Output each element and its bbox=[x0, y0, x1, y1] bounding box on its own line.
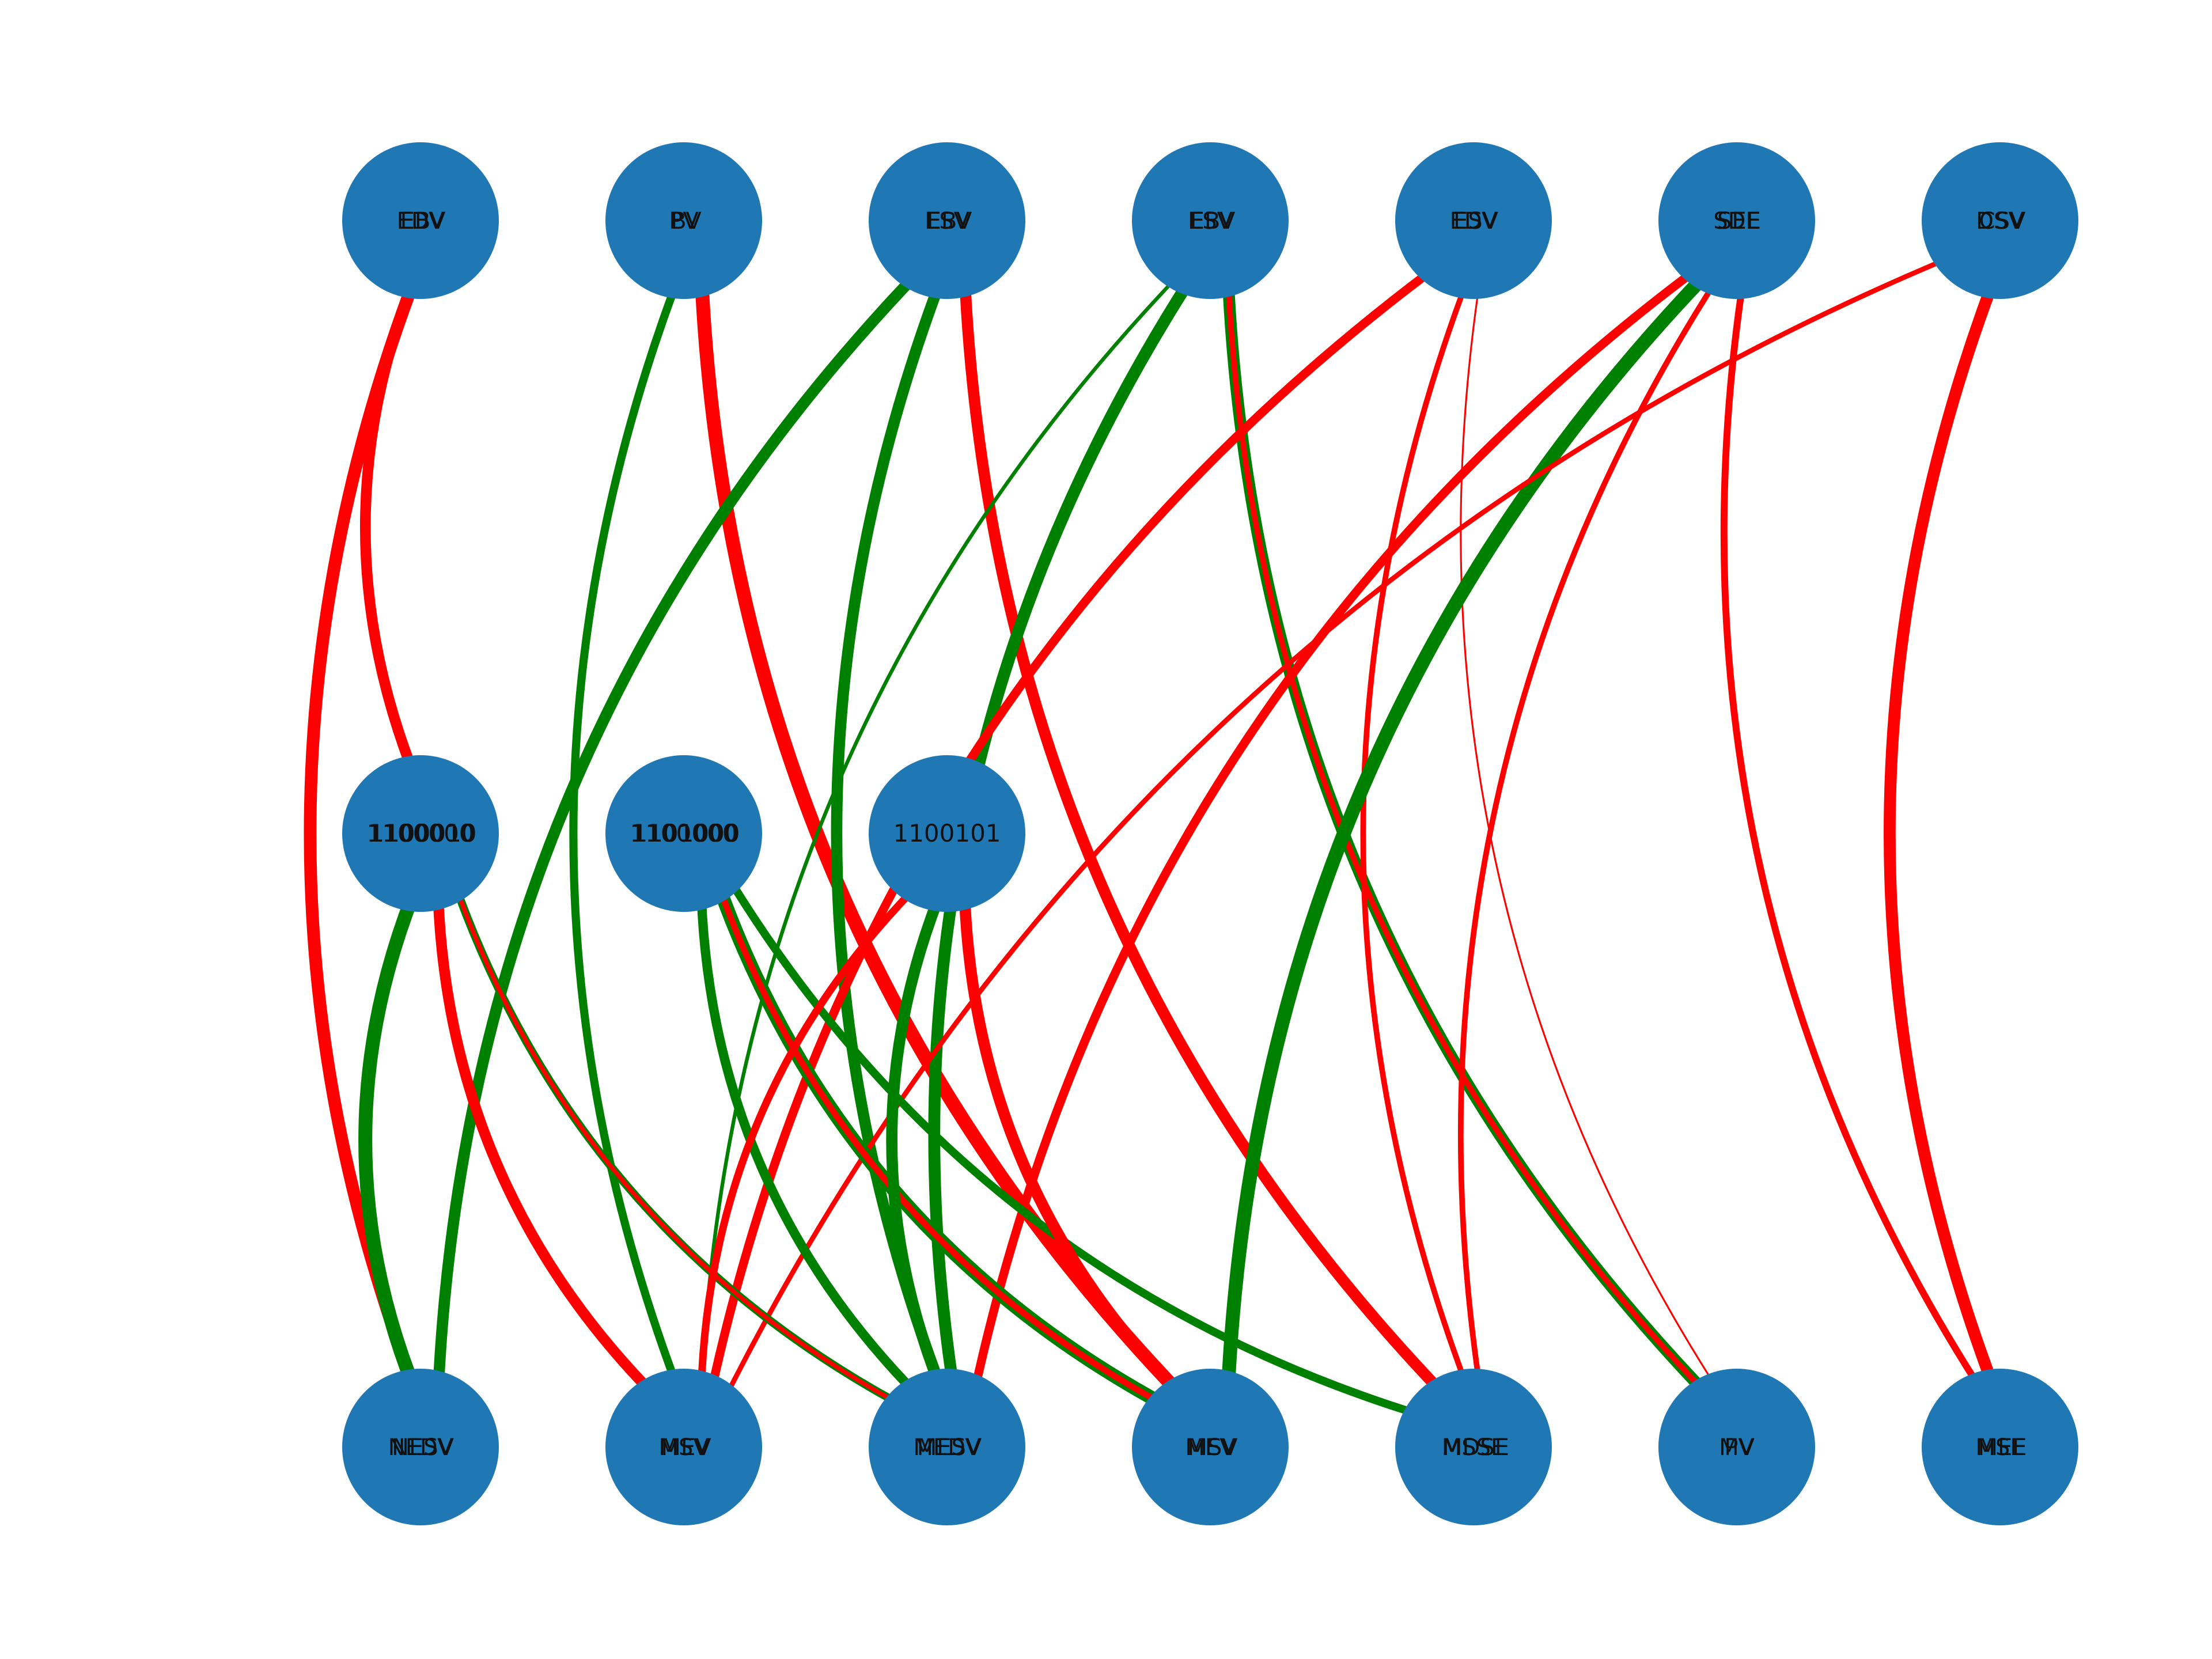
edge-m2-b2-positive bbox=[886, 871, 953, 1410]
node-circle-top-1 bbox=[605, 142, 762, 299]
node-label-bottom-5-0: MV bbox=[1719, 1434, 1755, 1461]
edge-t0-b0-negative bbox=[304, 257, 427, 1411]
node-label-top-6-1: CSV bbox=[1979, 208, 2026, 234]
edge-t3-b1-positive bbox=[699, 258, 1195, 1410]
node-circle-middle-2 bbox=[869, 755, 1025, 912]
node-label-middle-1-1: 1101000 bbox=[632, 819, 740, 847]
node-label-top-2-1: EBV bbox=[927, 208, 972, 234]
edge-t5-b3-positive bbox=[1220, 253, 1727, 1415]
edge-t4-b5-negative bbox=[1460, 262, 1729, 1406]
node-circle-top-5 bbox=[1658, 142, 1815, 299]
node-label-bottom-0-1: NESV bbox=[392, 1434, 454, 1461]
node-circle-middle-1 bbox=[605, 755, 762, 912]
node-label-middle-0-1: 1100010 bbox=[369, 819, 476, 847]
node-label-top-5-1: SEE bbox=[1717, 208, 1761, 234]
node-middle-2: 1100101 bbox=[869, 755, 1025, 912]
node-label-bottom-4-1: MDSE bbox=[1442, 1434, 1509, 1461]
node-circle-bottom-0 bbox=[342, 1369, 499, 1525]
node-label-top-6-0: DSV bbox=[1976, 208, 2024, 234]
node-label-top-3-0: ESV bbox=[1188, 208, 1233, 234]
node-label-middle-0-0: 1100000 bbox=[366, 819, 474, 847]
node-circle-top-0 bbox=[342, 142, 499, 299]
node-label-bottom-3-1: MSV bbox=[1187, 1434, 1238, 1461]
node-circle-bottom-6 bbox=[1922, 1369, 2078, 1525]
node-circle-bottom-2 bbox=[869, 1369, 1025, 1525]
node-label-bottom-4-0: MSSE bbox=[1442, 1434, 1506, 1461]
node-label-bottom-1-1: MEV bbox=[661, 1434, 711, 1461]
edge-t0-m0-negative bbox=[360, 258, 426, 796]
node-circle-bottom-1 bbox=[605, 1369, 762, 1525]
node-label-top-4-0: EDV bbox=[1450, 208, 1498, 234]
edge-m1-b2-positive bbox=[696, 868, 935, 1412]
node-label-bottom-3-0: MEV bbox=[1185, 1434, 1236, 1461]
node-circle-top-6 bbox=[1922, 142, 2078, 299]
node-circle-top-3 bbox=[1132, 142, 1289, 299]
node-circle-top-2 bbox=[869, 142, 1025, 299]
node-label-top-1-1: BV bbox=[671, 208, 702, 234]
node-label-middle-1-0: 1100000 bbox=[630, 819, 737, 847]
node-label-top-3-1: EBV bbox=[1190, 208, 1236, 234]
node-circle-top-4 bbox=[1395, 142, 1552, 299]
edge-t5-b4-negative bbox=[1458, 260, 1731, 1408]
node-circle-middle-0 bbox=[342, 755, 499, 912]
edge-m0-b1-negative bbox=[432, 868, 672, 1413]
node-circle-bottom-4 bbox=[1395, 1369, 1552, 1525]
node-label-bottom-2-1: MESV bbox=[917, 1434, 982, 1461]
node-label-bottom-5-1: PV bbox=[1724, 1434, 1754, 1461]
node-circle-bottom-3 bbox=[1132, 1369, 1289, 1525]
edge-t1-b1-positive bbox=[569, 259, 688, 1408]
edge-t5-b2-negative bbox=[965, 252, 1718, 1415]
node-label-bottom-6-1: MEE bbox=[1978, 1434, 2027, 1461]
node-circle-bottom-5 bbox=[1658, 1369, 1815, 1525]
edge-t2-b0-positive bbox=[431, 254, 936, 1414]
node-label-bottom-1-0: MSV bbox=[658, 1434, 709, 1461]
node-label-middle-2-0: 1100101 bbox=[893, 819, 1001, 847]
edge-m1-b4-positive bbox=[714, 855, 1444, 1425]
edge-t6-b1-negative bbox=[713, 247, 1971, 1421]
node-label-top-1-0: PV bbox=[669, 208, 699, 234]
edge-m2-b1-negative bbox=[697, 869, 934, 1411]
edge-t2-b4-negative bbox=[958, 254, 1463, 1414]
node-label-bottom-0-0: NEDV bbox=[388, 1434, 453, 1461]
edge-t4-b4-negative bbox=[1360, 260, 1476, 1407]
edges-layer bbox=[304, 247, 2006, 1425]
edge-m0-b2-negative bbox=[446, 864, 922, 1416]
node-label-top-2-0: ESV bbox=[925, 208, 970, 234]
edge-t5-b6-negative bbox=[1720, 259, 1995, 1408]
node-label-bottom-6-0: MSE bbox=[1975, 1434, 2024, 1461]
node-label-top-0-0: EDV bbox=[397, 208, 445, 234]
node-label-top-4-1: ESV bbox=[1453, 208, 1499, 234]
edge-t6-b6-negative bbox=[1884, 257, 2006, 1410]
node-label-top-0-1: EBV bbox=[400, 208, 446, 234]
edge-t2-b2-positive bbox=[831, 258, 953, 1410]
node-label-bottom-2-0: MEDV bbox=[913, 1434, 981, 1461]
edge-m0-b0-positive bbox=[358, 869, 427, 1411]
edge-m2-b3-negative bbox=[958, 867, 1199, 1414]
node-label-top-5-0: SDE bbox=[1713, 208, 1760, 234]
